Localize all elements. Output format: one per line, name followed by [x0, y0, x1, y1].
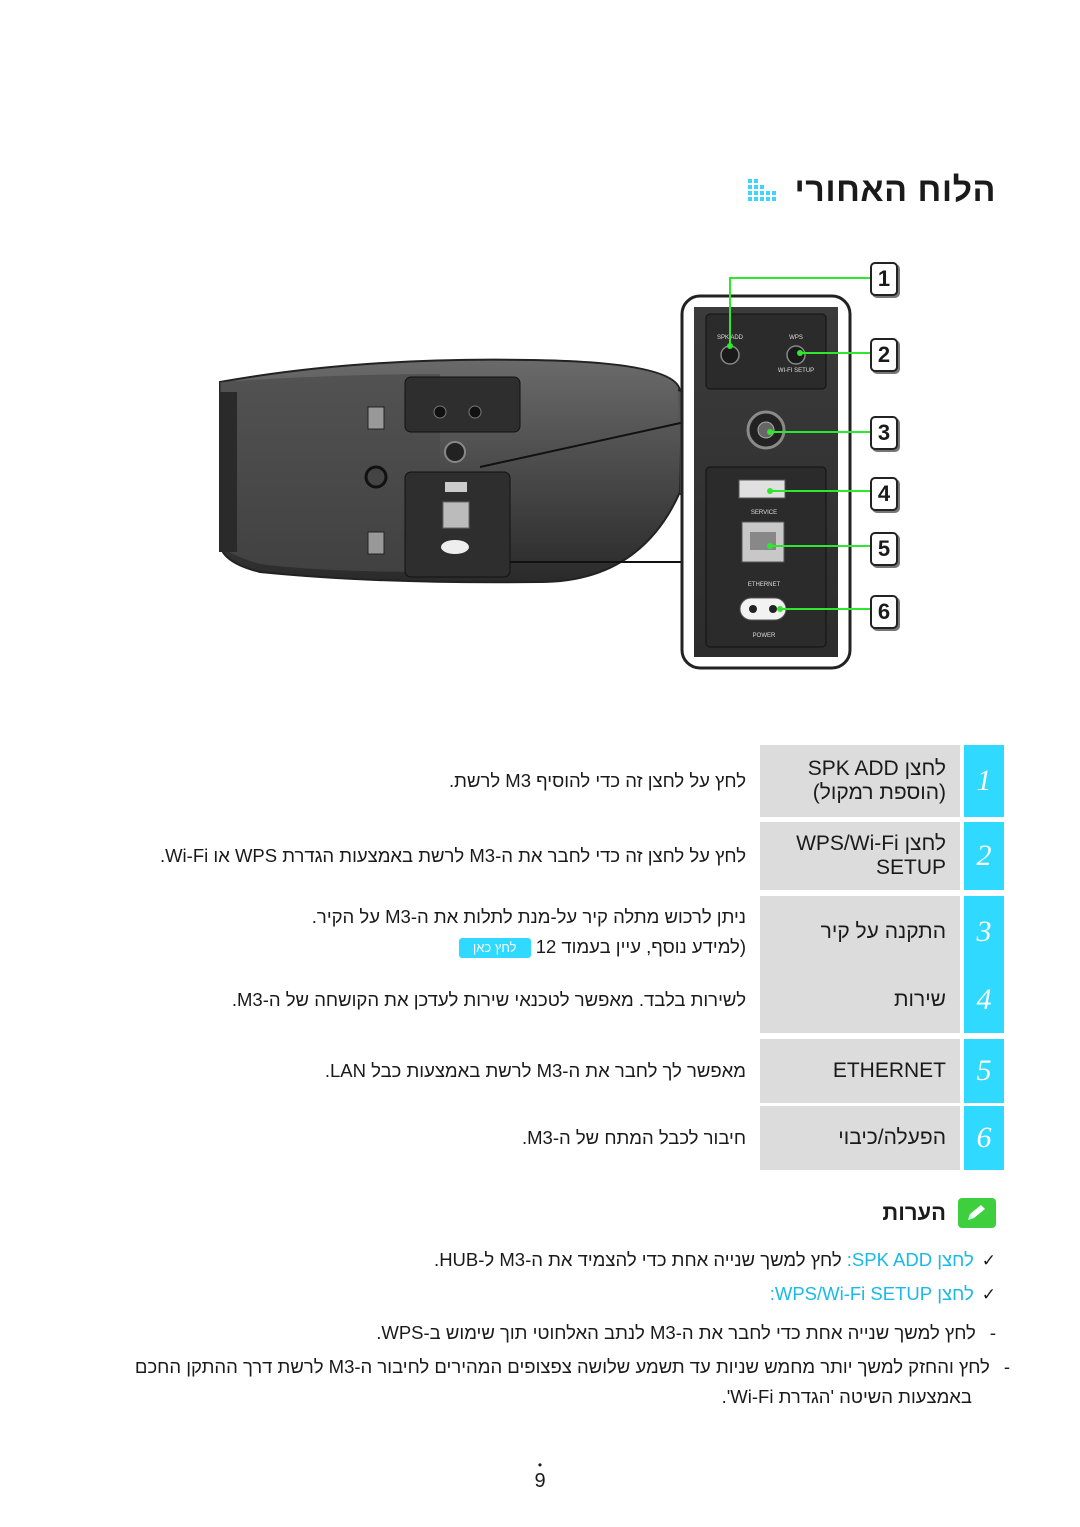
- row-number: 5: [964, 1039, 1004, 1103]
- row-name: לחצן WPS/Wi-Fi SETUP: [760, 822, 960, 890]
- row-name: ETHERNET: [760, 1039, 960, 1103]
- label-ethernet: ETHERNET: [748, 582, 781, 588]
- label-power: POWER: [753, 633, 776, 639]
- note-subitem: -לחץ והחזק למשך יותר מחמש שניות עד תשמע …: [134, 1356, 1010, 1377]
- equalizer-icon: [748, 179, 777, 201]
- label-wps: WPS: [789, 335, 803, 341]
- note-item: ✓לחצן WPS/Wi-Fi SETUP:: [769, 1283, 996, 1304]
- row-name: התקנה על קיר: [760, 896, 960, 968]
- row-description: לשירות בלבד. מאפשר לטכנאי שירות לעדכן את…: [231, 989, 746, 1010]
- callout-5: 5: [870, 532, 898, 566]
- row-description: ניתן לרכוש מתלה קיר על-מנת לתלות את ה-M3…: [311, 906, 746, 959]
- notes-title: הערות: [882, 1200, 946, 1225]
- callout-lines: [729, 277, 870, 610]
- row-number: 4: [964, 967, 1004, 1033]
- row-description: חיבור לכבל המתח של ה-M3.: [522, 1127, 746, 1148]
- pencil-note-icon: [958, 1198, 996, 1228]
- row-description: לחץ על לחצן זה כדי להוסיף M3 לרשת.: [449, 770, 746, 791]
- page-title: הלוח האחורי: [794, 170, 996, 209]
- label-service: SERVICE: [751, 510, 777, 516]
- row-number: 1: [964, 745, 1004, 817]
- zoomed-rear-panel: [680, 294, 852, 670]
- row-number: 3: [964, 896, 1004, 968]
- callout-3: 3: [870, 416, 898, 450]
- notes-header: הערות: [882, 1198, 996, 1228]
- table-row: 1 לחצן SPK ADD (הוספת רמקול) לחץ על לחצן…: [80, 745, 1004, 817]
- row-description: מאפשר לך לחבר את ה-M3 לרשת באמצעות כבל L…: [324, 1060, 746, 1081]
- callout-1: 1: [870, 262, 898, 296]
- table-row: 3 התקנה על קיר ניתן לרכוש מתלה קיר על-מנ…: [80, 896, 1004, 968]
- callout-4: 4: [870, 477, 898, 511]
- note-item: ✓לחצן SPK ADD: לחץ למשך שנייה אחת כדי לה…: [434, 1249, 996, 1270]
- click-here-link[interactable]: לחץ כאן: [458, 938, 531, 959]
- row-name: לחצן SPK ADD (הוספת רמקול): [760, 745, 960, 817]
- page-number: • 9: [534, 1458, 546, 1492]
- callout-2: 2: [870, 338, 898, 372]
- row-number: 2: [964, 822, 1004, 890]
- table-row: 6 הפעלה/כיבוי חיבור לכבל המתח של ה-M3.: [80, 1106, 1004, 1170]
- row-name: שירות: [760, 967, 960, 1033]
- note-subitem: -לחץ למשך שנייה אחת כדי לחבר את ה-M3 לנת…: [376, 1322, 996, 1343]
- table-row: 5 ETHERNET מאפשר לך לחבר את ה-M3 לרשת בא…: [80, 1039, 1004, 1103]
- page-title-area: הלוח האחורי: [746, 165, 996, 215]
- table-row: 2 לחצן WPS/Wi-Fi SETUP לחץ על לחצן זה כד…: [80, 822, 1004, 890]
- callout-6: 6: [870, 595, 898, 629]
- label-wifi-setup: WI-FI SETUP: [778, 368, 814, 374]
- speaker-body: [219, 358, 706, 584]
- row-name: הפעלה/כיבוי: [760, 1106, 960, 1170]
- row-description: לחץ על לחצן זה כדי לחבר את ה-M3 לרשת באמ…: [159, 845, 746, 866]
- table-row: 4 שירות לשירות בלבד. מאפשר לטכנאי שירות …: [80, 967, 1004, 1033]
- note-subitem-continuation: באמצעות השיטה 'הגדרת Wi-Fi'.: [721, 1386, 972, 1407]
- row-number: 6: [964, 1106, 1004, 1170]
- device-rear-illustration: SPK ADD WPS WI-FI SETUP SERVICE ETHERNET…: [219, 277, 870, 670]
